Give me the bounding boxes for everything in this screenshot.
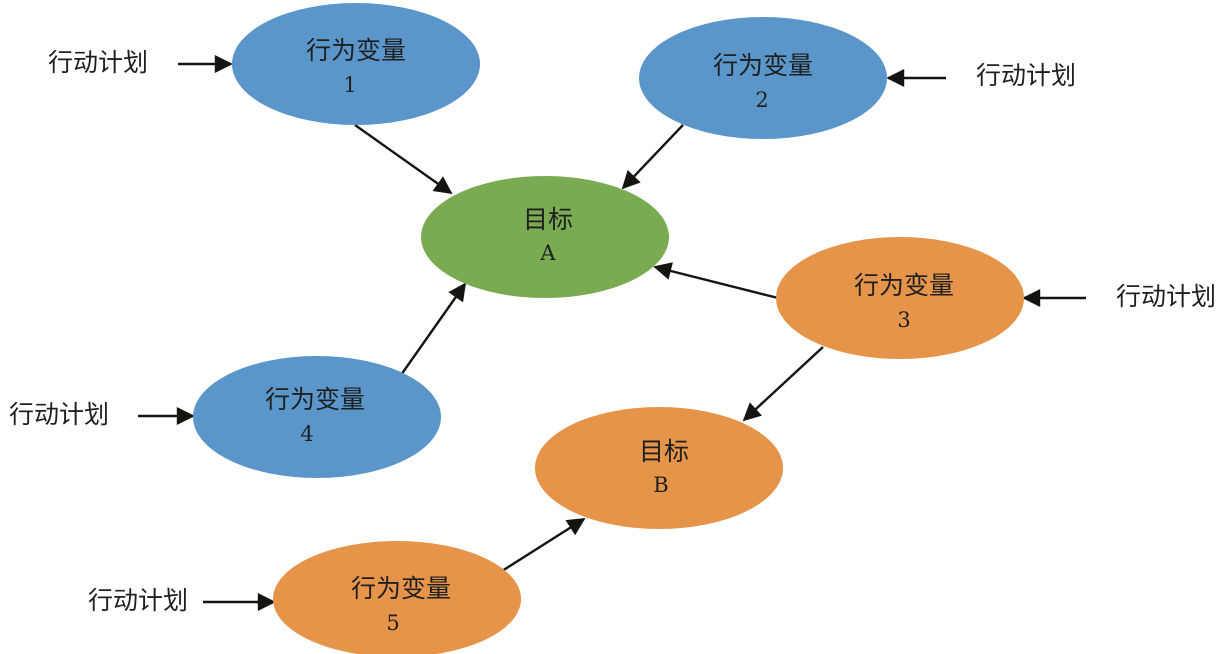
- behavior-node-5-title: 行为变量: [351, 574, 451, 603]
- arrow-behavior4-to-goal-a: [400, 282, 467, 376]
- action-plan-label-2: 行动计划: [976, 61, 1076, 90]
- goal-node-b-letter: B: [653, 473, 668, 497]
- arrow-behavior5-to-goal-b: [501, 517, 586, 573]
- action-plan-label-3: 行动计划: [1116, 282, 1216, 311]
- behavior-node-4-number: 4: [300, 422, 313, 446]
- behavior-node-1: 行为变量 1: [232, 3, 480, 125]
- action-plan-label-4: 行动计划: [9, 400, 109, 429]
- behavior-node-2: 行为变量 2: [639, 17, 887, 139]
- arrow-behavior3-to-goal-b: [742, 346, 824, 422]
- behavior-node-2-number: 2: [755, 88, 768, 112]
- behavior-node-5: 行为变量 5: [273, 541, 521, 654]
- behavior-node-3-title: 行为变量: [854, 271, 954, 300]
- goal-node-b: 目标 B: [535, 407, 783, 529]
- goal-node-b-title: 目标: [639, 437, 689, 466]
- behavior-node-3: 行为变量 3: [776, 237, 1024, 359]
- behavior-node-1-title: 行为变量: [306, 36, 406, 65]
- behavior-node-1-number: 1: [343, 73, 356, 97]
- behavior-node-4-title: 行为变量: [265, 385, 365, 414]
- arrow-behavior2-to-goal-a: [621, 124, 684, 190]
- arrow-behavior3-to-goal-a: [653, 262, 779, 300]
- goal-node-a-title: 目标: [523, 205, 573, 234]
- arrow-behavior1-to-goal-a: [354, 124, 453, 195]
- behavior-node-3-number: 3: [897, 308, 910, 332]
- goal-node-a: 目标 A: [421, 176, 669, 298]
- behavior-node-5-number: 5: [386, 611, 399, 635]
- action-plan-label-5: 行动计划: [88, 586, 188, 615]
- behavior-node-2-title: 行为变量: [713, 51, 813, 80]
- behavior-node-4: 行为变量 4: [193, 356, 441, 478]
- action-plan-label-1: 行动计划: [48, 48, 148, 77]
- goal-node-a-letter: A: [539, 241, 556, 265]
